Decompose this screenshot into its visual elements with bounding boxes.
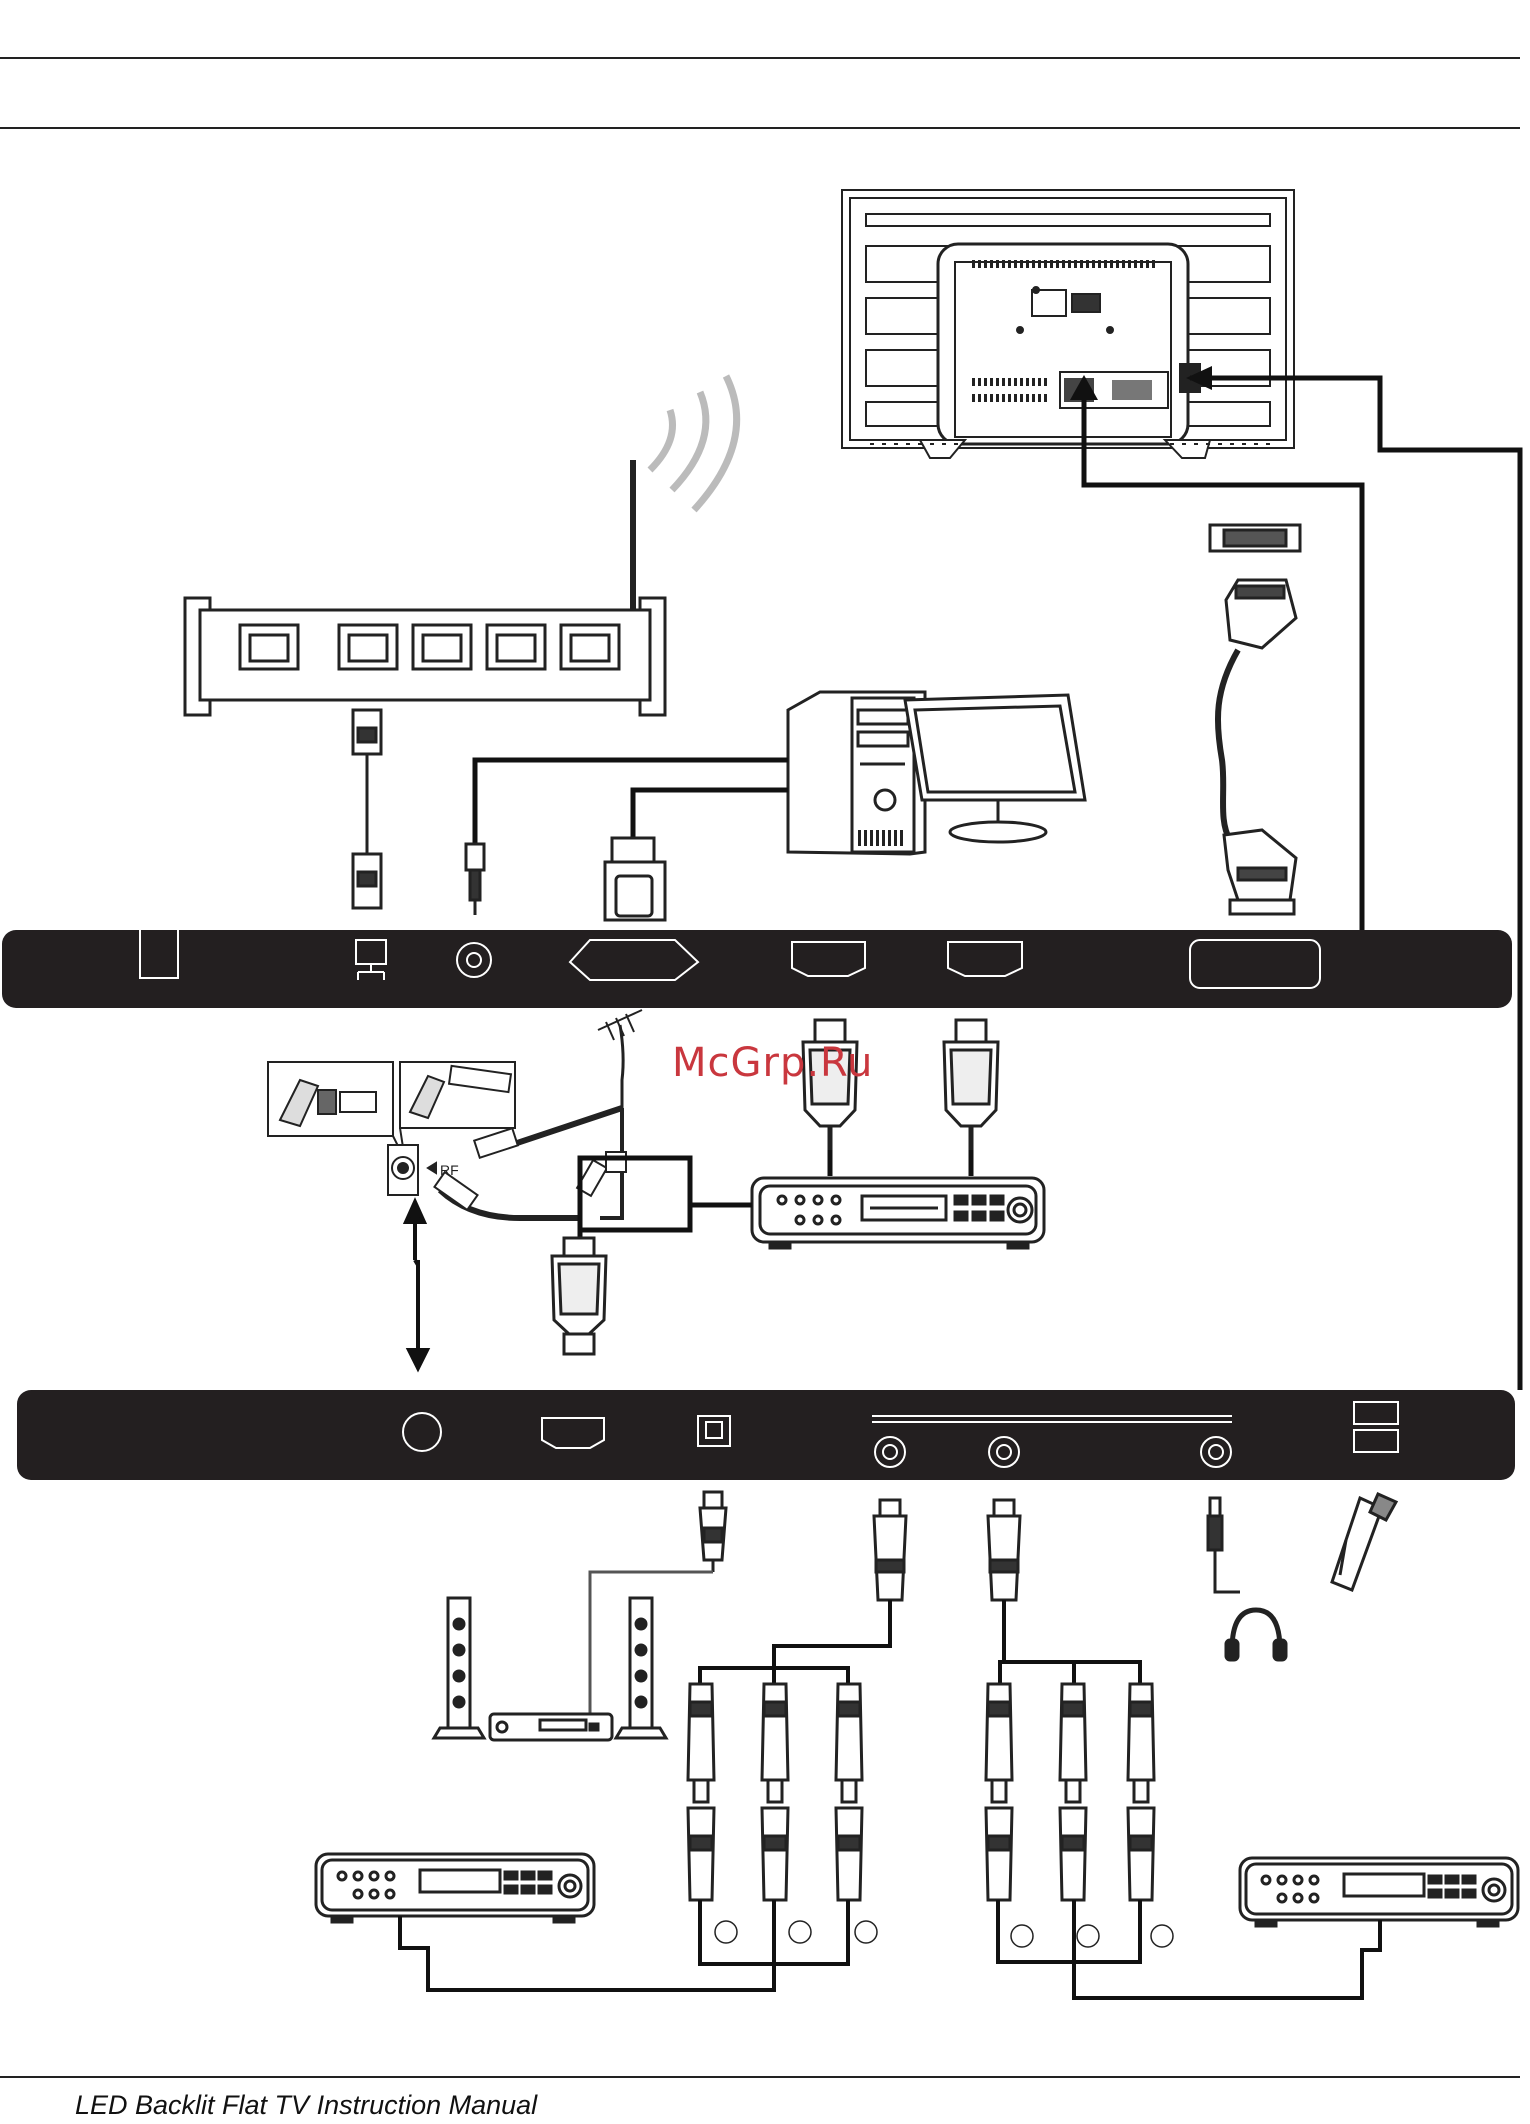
audio-system-icon <box>488 1712 614 1742</box>
rf-inset-boxes <box>267 1061 516 1161</box>
ci-slot-icon <box>139 930 179 979</box>
dvd-player-icon <box>314 1852 596 1924</box>
optical-plug-icon <box>698 1490 728 1572</box>
lan-port-icon <box>355 939 387 980</box>
rf-label: RF <box>440 1162 459 1178</box>
speaker-icon <box>431 1596 669 1740</box>
dvd-player-2-icon <box>1238 1856 1520 1928</box>
watermark-text: McGrp.Ru <box>672 1040 874 1086</box>
headphone-port-icon <box>1200 1436 1232 1468</box>
optical-port-icon <box>697 1415 731 1447</box>
headphones-icon <box>1206 1496 1288 1662</box>
hdmi-port-1-icon <box>791 941 866 977</box>
rca-plug-icon <box>872 1498 1022 1602</box>
hdmi-plug-lower-icon <box>550 1236 608 1356</box>
rf-double-arrow-icon <box>402 1197 431 1373</box>
av-in-port-icon <box>874 1436 906 1468</box>
rca-color-markers <box>714 1920 1174 1948</box>
arrow-up-icon <box>1070 375 1098 400</box>
usb-port-1-icon <box>1353 1401 1399 1425</box>
audio-in-port-icon <box>456 942 492 978</box>
receiver-links <box>577 1150 974 1238</box>
side-io-panel <box>17 1390 1515 1480</box>
optical-line <box>588 1570 713 1720</box>
wifi-router-icon <box>183 374 741 717</box>
pc-cables <box>472 757 788 848</box>
rf-socket-icon <box>387 1144 437 1196</box>
hdmi-port-3-icon <box>541 1417 605 1449</box>
top-panel-ports <box>139 930 1321 989</box>
pc-tower-icon <box>786 690 927 856</box>
dvd-link-lines <box>398 1900 1382 2000</box>
arrow-left-icon <box>1186 366 1212 390</box>
ethernet-ports <box>238 623 621 671</box>
receiver-icon <box>750 1176 1046 1250</box>
rca-branch-lines <box>698 1600 1142 1684</box>
monitor-icon <box>903 693 1087 844</box>
footer-title: LED Backlit Flat TV Instruction Manual <box>75 2090 538 2120</box>
usb-port-2-icon <box>1353 1429 1399 1453</box>
scart-port-icon <box>1189 939 1321 989</box>
audio-jack-icon <box>464 842 486 915</box>
top-io-panel <box>2 930 1512 1008</box>
hdmi-plug-icon <box>801 1018 1000 1150</box>
scart-cable-icon <box>1208 523 1302 916</box>
side-panel-ports <box>402 1401 1399 1468</box>
hdmi-port-2-icon <box>947 941 1023 977</box>
header-rules <box>0 57 1520 129</box>
vga-port-icon <box>568 939 700 981</box>
tv-rear-icon <box>841 189 1295 459</box>
tv-link-lines <box>1081 375 1523 1390</box>
rca-triple-right <box>984 1682 1156 1902</box>
vga-plug-icon <box>603 836 667 922</box>
ypbpr-in-port-icon <box>988 1436 1020 1468</box>
lan-cable-icon <box>351 708 383 910</box>
rca-triple-left <box>686 1682 864 1902</box>
rf-in-port-icon <box>402 1412 442 1452</box>
usb-drive-icon <box>1330 1492 1399 1592</box>
antenna-icon <box>597 1009 643 1110</box>
